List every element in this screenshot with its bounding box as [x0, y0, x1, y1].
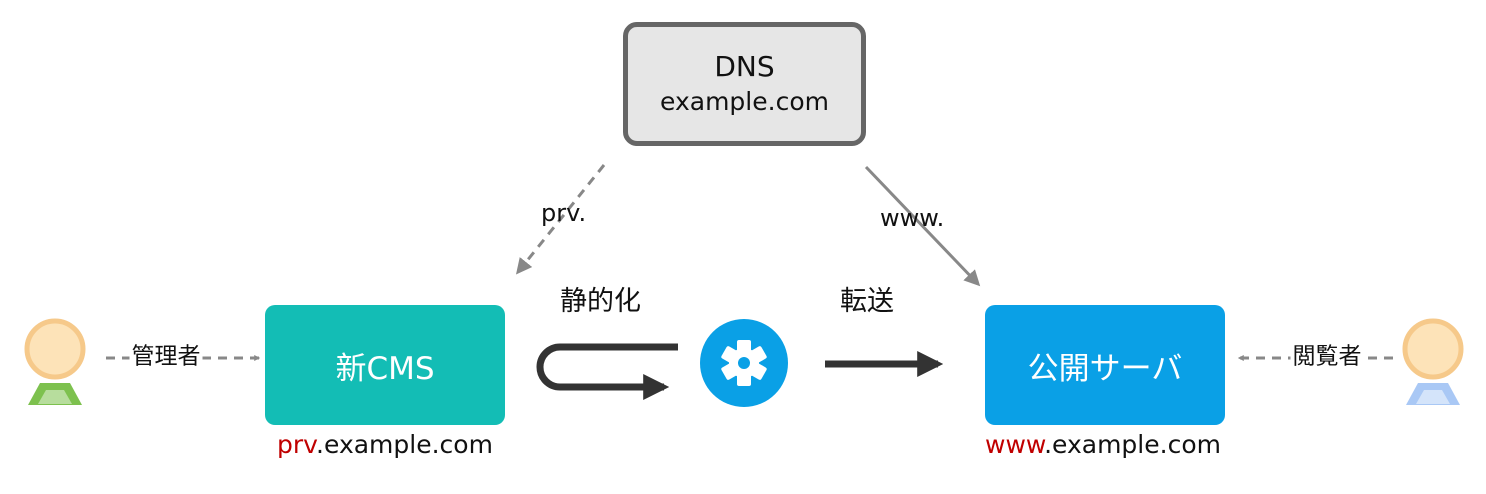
dns-domain: example.com	[660, 87, 829, 116]
public-server-host-domain: .example.com	[1044, 430, 1221, 459]
person-icon	[1402, 318, 1464, 405]
static-arrow	[536, 343, 678, 400]
step-label-transfer: 転送	[840, 286, 894, 317]
public-server-host-subdomain: www	[985, 430, 1045, 459]
actor-label-viewer: 閲覧者	[1290, 343, 1364, 370]
cms-host-subdomain: prv	[277, 430, 317, 459]
public-server-label: 公開サーバ	[1027, 350, 1183, 387]
edge-label-prv: prv.	[541, 199, 587, 227]
public-server-host: www.example.com	[985, 432, 1221, 457]
cms-node: 新CMS	[265, 305, 505, 425]
edge-dns-to-cms	[515, 164, 606, 275]
cms-host-domain: .example.com	[316, 430, 493, 459]
cms-host: prv.example.com	[277, 432, 493, 457]
actor-label-admin: 管理者	[129, 343, 203, 370]
person-icon	[24, 318, 86, 405]
public-server-node: 公開サーバ	[985, 305, 1225, 425]
gear-icon	[700, 319, 788, 407]
edge-dns-to-public	[864, 165, 981, 287]
step-label-static: 静的化	[560, 286, 641, 317]
dns-title: DNS	[714, 50, 775, 83]
edge-label-www: www.	[880, 204, 945, 232]
cms-label: 新CMS	[335, 350, 435, 387]
dns-node: DNS example.com	[623, 22, 866, 146]
